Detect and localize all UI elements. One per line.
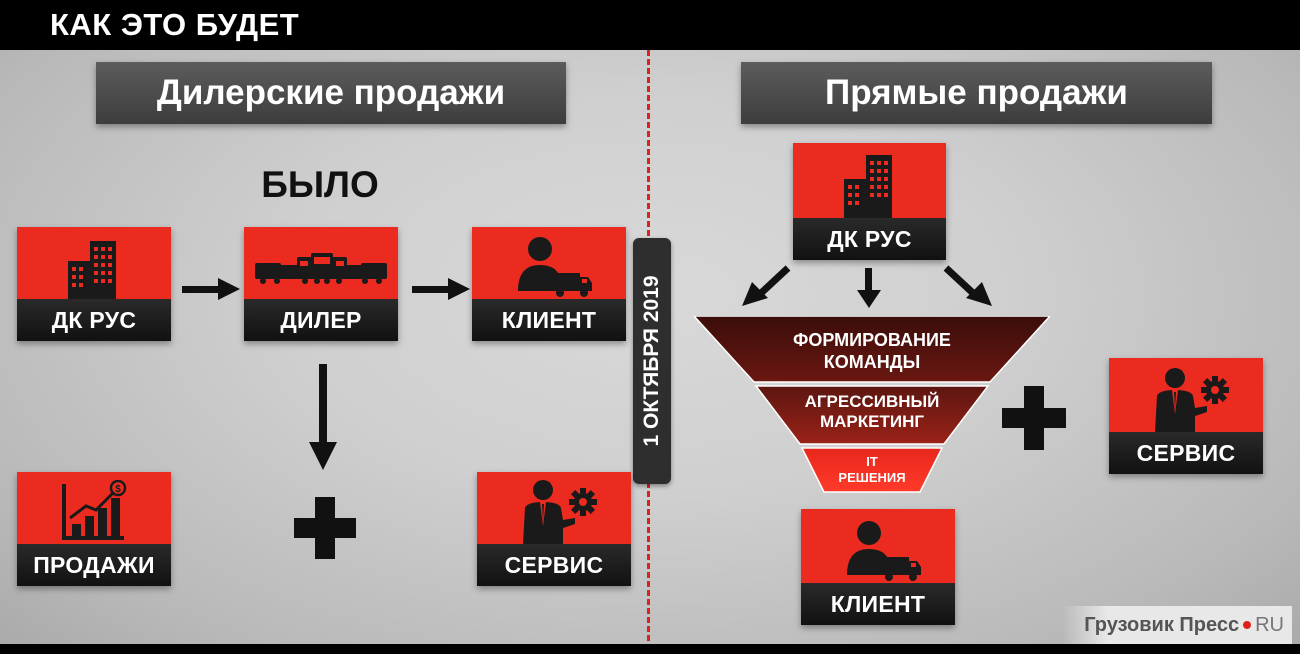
plus-icon: [294, 497, 356, 559]
funnel-text-line: АГРЕССИВНЫЙ: [804, 392, 940, 411]
card-dkrus-right: ДК РУС: [793, 143, 946, 260]
card-label: ДК РУС: [793, 218, 946, 260]
watermark-dot: [1243, 620, 1252, 629]
arrow-down-icon: [857, 268, 881, 308]
funnel-level-marketing: АГРЕССИВНЫЙ МАРКЕТИНГ: [694, 392, 1050, 433]
was-label: БЫЛО: [261, 164, 379, 205]
card-label: КЛИЕНТ: [801, 583, 955, 625]
card-label: ПРОДАЖИ: [17, 544, 171, 586]
bottom-bar: [0, 644, 1300, 654]
card-sales: $ ПРОДАЖИ: [17, 472, 171, 586]
card-dealer: ДИЛЕР: [244, 227, 398, 341]
watermark-name: Грузовик Пресс: [1084, 614, 1240, 636]
title-bar: КАК ЭТО БУДЕТ: [0, 0, 1300, 50]
page-title: КАК ЭТО БУДЕТ: [50, 7, 300, 42]
buildings-icon: [17, 227, 171, 299]
service-gear-icon: [1109, 358, 1263, 432]
client-truck-icon: [801, 509, 955, 581]
funnel-level-team: ФОРМИРОВАНИЕ КОМАНДЫ: [694, 330, 1050, 373]
buildings-icon: [793, 143, 946, 219]
funnel-text-line: МАРКЕТИНГ: [819, 412, 924, 432]
section-header-dealer: Дилерские продажи: [96, 62, 566, 124]
card-client-right: КЛИЕНТ: [801, 509, 955, 625]
plus-icon: [1002, 386, 1066, 450]
sales-chart-icon: $: [17, 472, 171, 542]
funnel-text-line: КОМАНДЫ: [823, 351, 921, 372]
funnel-level-it: IT РЕШЕНИЯ: [694, 454, 1050, 485]
card-label: СЕРВИС: [1109, 432, 1263, 474]
arrow-down-icon: [309, 364, 337, 470]
arrow-right-icon: [412, 278, 470, 300]
client-truck-icon: [472, 227, 626, 297]
card-label: ДИЛЕР: [244, 299, 398, 341]
service-gear-icon: [477, 472, 631, 544]
date-badge: 1 ОКТЯБРЯ 2019: [633, 238, 671, 484]
svg-text:$: $: [115, 484, 121, 495]
card-dkrus-left: ДК РУС: [17, 227, 171, 341]
trucks-icon: [244, 227, 398, 285]
card-label: СЕРВИС: [477, 544, 631, 586]
card-label: ДК РУС: [17, 299, 171, 341]
card-service-right: СЕРВИС: [1109, 358, 1263, 474]
funnel-text-line: РЕШЕНИЯ: [838, 469, 906, 485]
section-header-direct: Прямые продажи: [741, 62, 1212, 124]
watermark: Грузовик Пресс RU: [1062, 606, 1292, 644]
funnel-text-line: ФОРМИРОВАНИЕ: [793, 330, 951, 350]
card-label: КЛИЕНТ: [472, 299, 626, 341]
card-service-left: СЕРВИС: [477, 472, 631, 586]
funnel-text-line: IT: [866, 454, 878, 469]
funnel: ФОРМИРОВАНИЕ КОМАНДЫ АГРЕССИВНЫЙ МАРКЕТИ…: [694, 316, 1050, 496]
arrow-down-right-icon: [943, 265, 992, 306]
funnel-shape: [694, 316, 1050, 493]
card-client-left: КЛИЕНТ: [472, 227, 626, 341]
arrow-right-icon: [182, 278, 240, 300]
watermark-domain: RU: [1255, 614, 1284, 636]
date-text: 1 ОКТЯБРЯ 2019: [640, 275, 663, 447]
arrow-down-left-icon: [742, 265, 791, 306]
